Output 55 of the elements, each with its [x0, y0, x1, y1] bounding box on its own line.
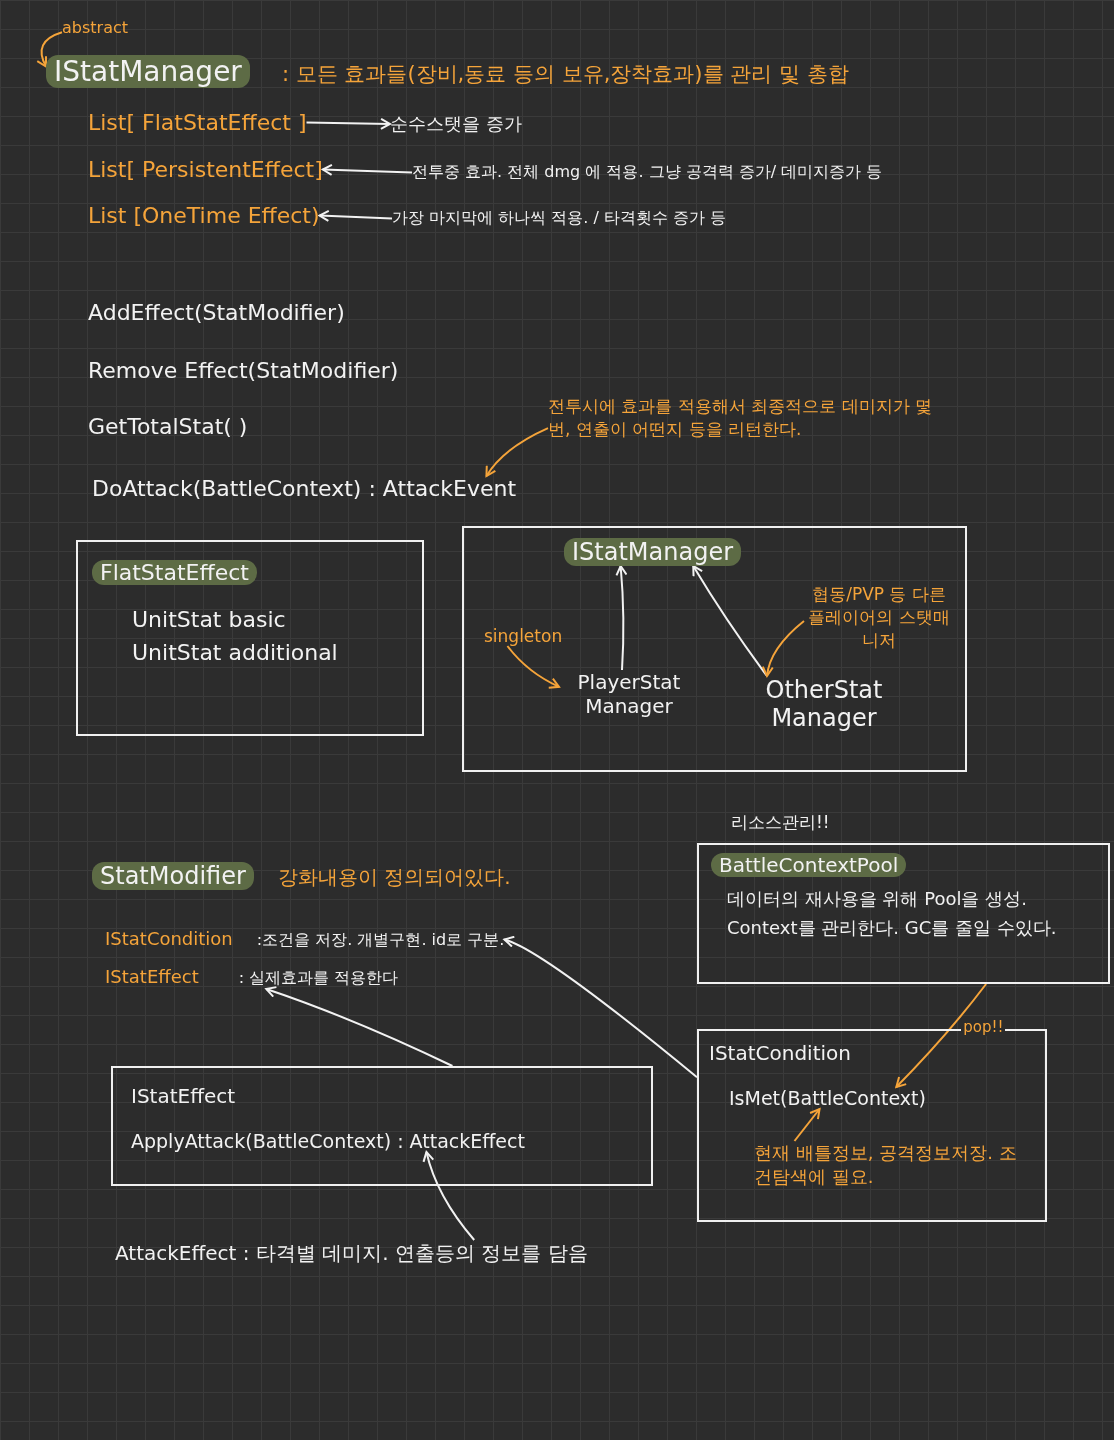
method-text: IsMet(BattleContext) — [729, 1087, 926, 1109]
class-name: BattleContextPool — [711, 853, 907, 877]
note-text: 순수스탯을 증가 — [390, 112, 522, 136]
arrow — [503, 936, 698, 1079]
arrow — [895, 983, 988, 1088]
method-text: Remove Effect(StatModifier) — [88, 358, 399, 383]
arrow — [506, 645, 560, 689]
note-text: 현재 배틀정보, 공격정보저장. 조건탐색에 필요. — [754, 1141, 1024, 1189]
note-text: :조건을 저장. 개별구현. id로 구분. — [256, 930, 505, 949]
arrow — [793, 1108, 821, 1142]
class-name: OtherStat Manager — [749, 676, 899, 732]
note-text: AttackEffect : 타격별 데미지. 연출등의 정보를 담음 — [115, 1240, 588, 1267]
list-field-text: List [OneTime Effect) — [88, 203, 320, 228]
interface-name: IStatCondition — [709, 1041, 852, 1065]
interface-name: IStatCondition — [105, 928, 233, 949]
note-text: 리소스관리!! — [731, 811, 830, 834]
arrow — [762, 619, 805, 677]
note-text: 전투시에 효과를 적용해서 최종적으로 데미지가 몇번, 연출이 어떤지 등을 리턴한다. — [548, 395, 938, 441]
list-field-text: List[ FlatStatEffect ] — [88, 110, 307, 135]
arrow — [321, 163, 413, 176]
class-name: IStatManager — [564, 538, 742, 566]
note-text: 협동/PVP 등 다른플레이어의 스탯매니저 — [804, 583, 954, 652]
note-text: 강화내용이 정의되어있다. — [277, 865, 511, 889]
method-text: ApplyAttack(BattleContext) : AttackEffect — [131, 1130, 525, 1152]
arrow — [305, 117, 391, 130]
arrow — [615, 565, 628, 671]
class-name: PlayerStat Manager — [559, 670, 699, 718]
arrow — [692, 565, 768, 677]
arrow — [36, 31, 63, 68]
arrow — [265, 986, 454, 1067]
class-box — [76, 540, 424, 736]
field-text: UnitStat basic — [132, 607, 287, 632]
note-text: 전투중 효과. 전체 dmg 에 적용. 그냥 공격력 증가/ 데미지증가 등 — [412, 162, 883, 183]
edge-label: pop!! — [961, 1017, 1006, 1036]
method-text: GetTotalStat( ) — [88, 414, 248, 439]
class-name: IStatManager — [46, 55, 250, 88]
class-box — [111, 1066, 653, 1186]
group-box — [462, 526, 967, 772]
class-name: FlatStatEffect — [92, 560, 257, 585]
note-text: 가장 마지막에 하나씩 적용. / 타격횟수 증가 등 — [392, 208, 727, 229]
note-text: singleton — [484, 626, 563, 646]
arrow — [422, 1151, 476, 1241]
description-text: : 모든 효과들(장비,동료 등의 보유,장착효과)를 관리 및 총합 — [282, 61, 849, 88]
arrow — [318, 209, 393, 222]
arrow — [485, 427, 549, 477]
method-text: AddEffect(StatModifier) — [88, 300, 345, 325]
interface-name: IStatEffect — [105, 966, 199, 987]
list-field-text: List[ PersistentEffect] — [88, 157, 323, 182]
field-text: UnitStat additional — [132, 640, 339, 665]
note-text: : 실제효과를 적용한다 — [238, 968, 399, 987]
class-name: StatModifier — [92, 862, 254, 890]
interface-name: IStatEffect — [131, 1084, 237, 1108]
note-text: abstract — [62, 18, 129, 37]
description-text: 데이터의 재사용을 위해 Pool을 생성. Context를 관리한다. GC를 줄일 수있다. — [727, 887, 1058, 940]
method-text: DoAttack(BattleContext) : AttackEvent — [92, 476, 517, 501]
